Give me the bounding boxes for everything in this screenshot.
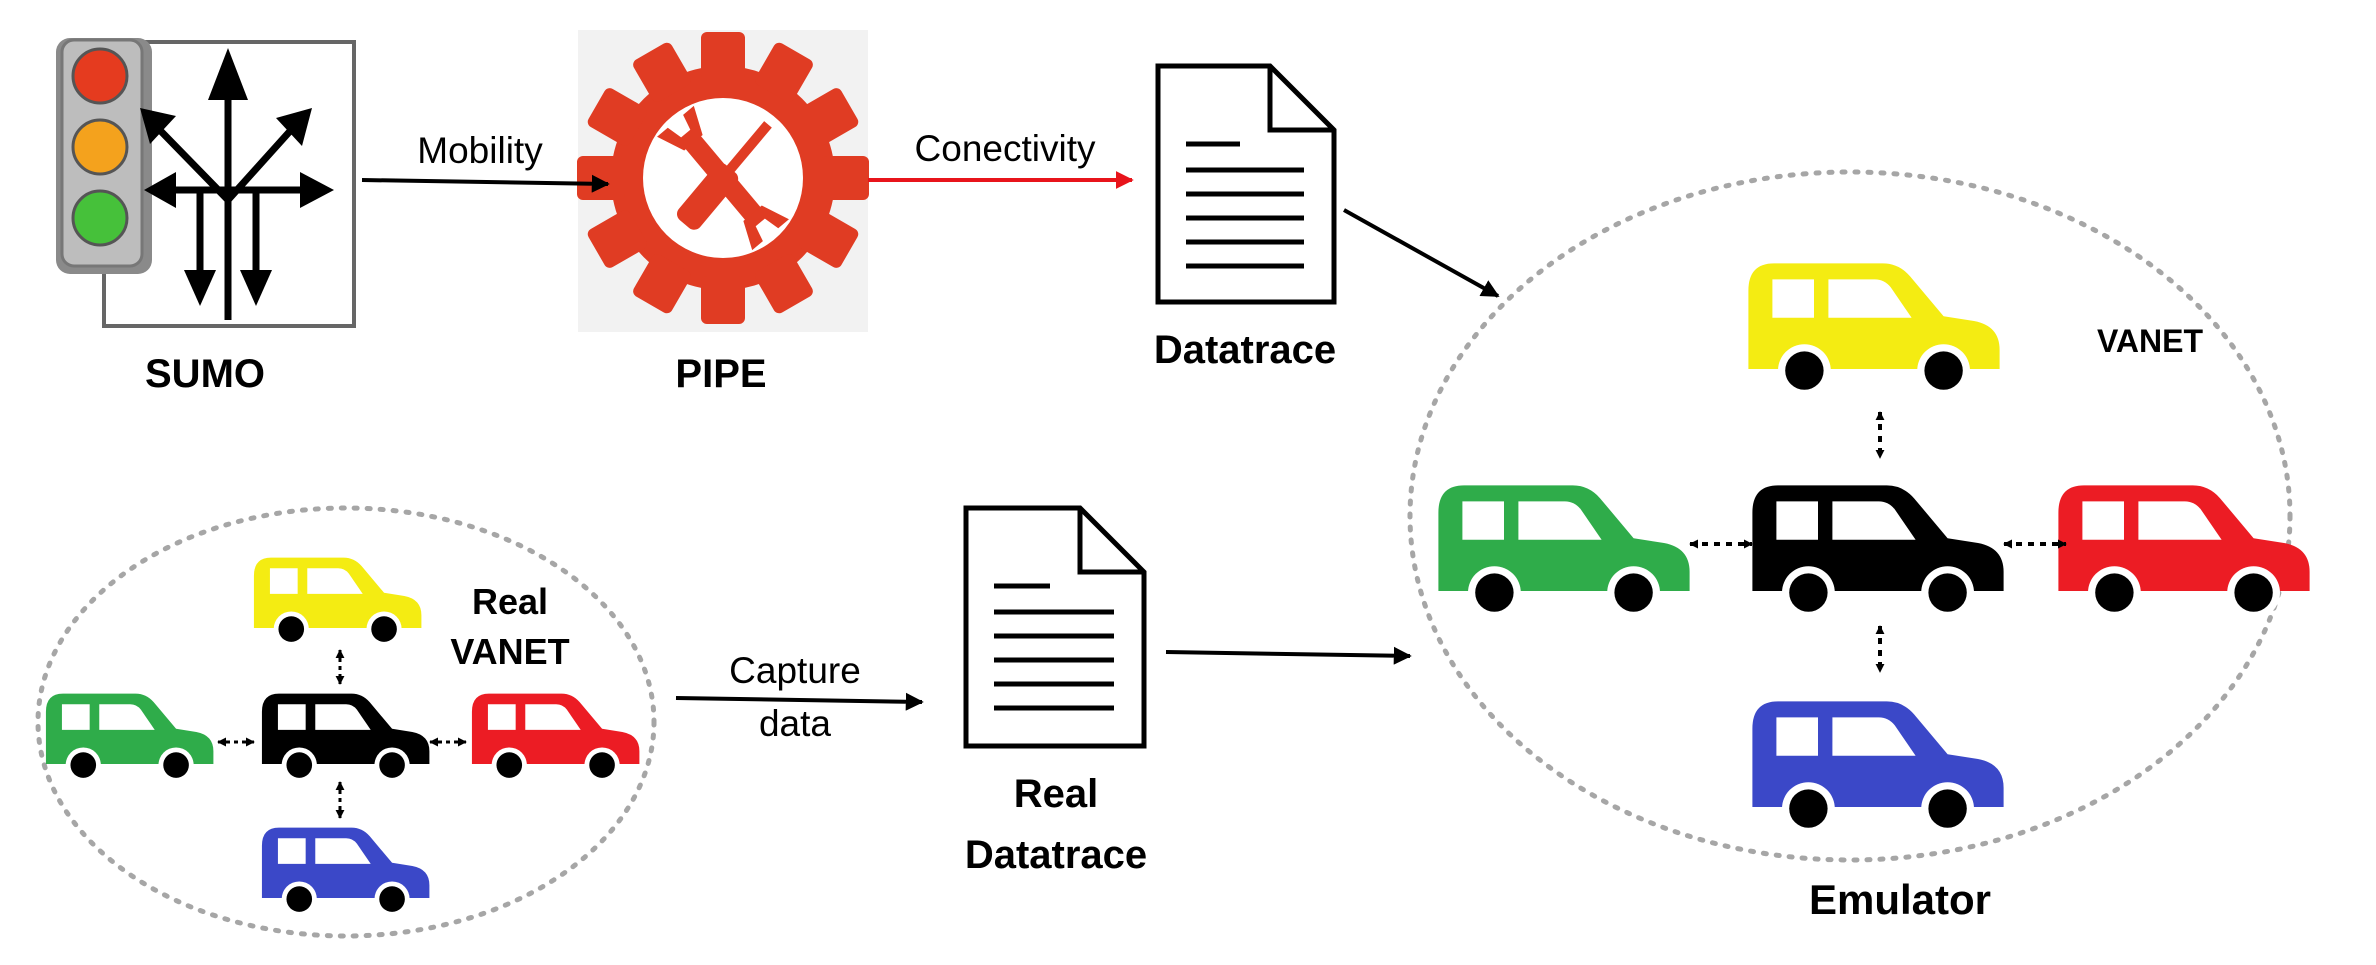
car-green-icon <box>45 693 214 780</box>
capture-label-line2: data <box>758 703 831 745</box>
real-vanet-boundary <box>35 505 657 939</box>
real-vanet-links <box>217 649 467 819</box>
mobility-arrow <box>361 174 610 193</box>
real-vanet-label-line2: VANET <box>450 631 570 673</box>
car-blue-icon <box>261 827 430 914</box>
pipe-label: PIPE <box>675 352 767 396</box>
car-yellow-icon <box>1748 263 2000 397</box>
emulator-label: Emulator <box>1808 876 1992 923</box>
real-datatrace-label-line1: Real <box>1013 772 1099 816</box>
vanet-label: VANET <box>2096 323 2204 359</box>
real-vanet-label: Real VANET <box>420 581 600 673</box>
real-datatrace-to-emulator-arrow <box>1165 646 1412 665</box>
car-black-icon <box>1752 485 2004 619</box>
real-datatrace-label: Real Datatrace <box>916 772 1196 878</box>
document-icon <box>963 505 1147 749</box>
traffic-light-icon <box>56 38 356 328</box>
datatrace-to-emulator-arrow <box>1343 208 1500 298</box>
emulator-links <box>1689 411 2067 673</box>
car-blue-icon <box>1752 701 2004 835</box>
emulator-boundary <box>1407 169 2293 863</box>
mobility-label: Mobility <box>417 130 543 171</box>
car-red-icon <box>471 693 640 780</box>
real-datatrace-label-line2: Datatrace <box>964 832 1148 877</box>
conectivity-label: Conectivity <box>914 128 1096 169</box>
capture-label-line1: Capture <box>729 650 861 691</box>
datatrace-label: Datatrace <box>1153 328 1337 372</box>
real-vanet-label-line1: Real <box>471 581 549 622</box>
sumo-label: SUMO <box>145 352 265 396</box>
document-icon <box>1155 63 1337 305</box>
capture-label: Capture data <box>690 650 900 745</box>
car-yellow-icon <box>253 557 422 644</box>
car-red-icon <box>2058 485 2310 619</box>
car-green-icon <box>1438 485 1690 619</box>
gear-tools-icon <box>577 30 869 332</box>
car-black-icon <box>261 693 430 780</box>
capture-arrow <box>675 692 924 711</box>
